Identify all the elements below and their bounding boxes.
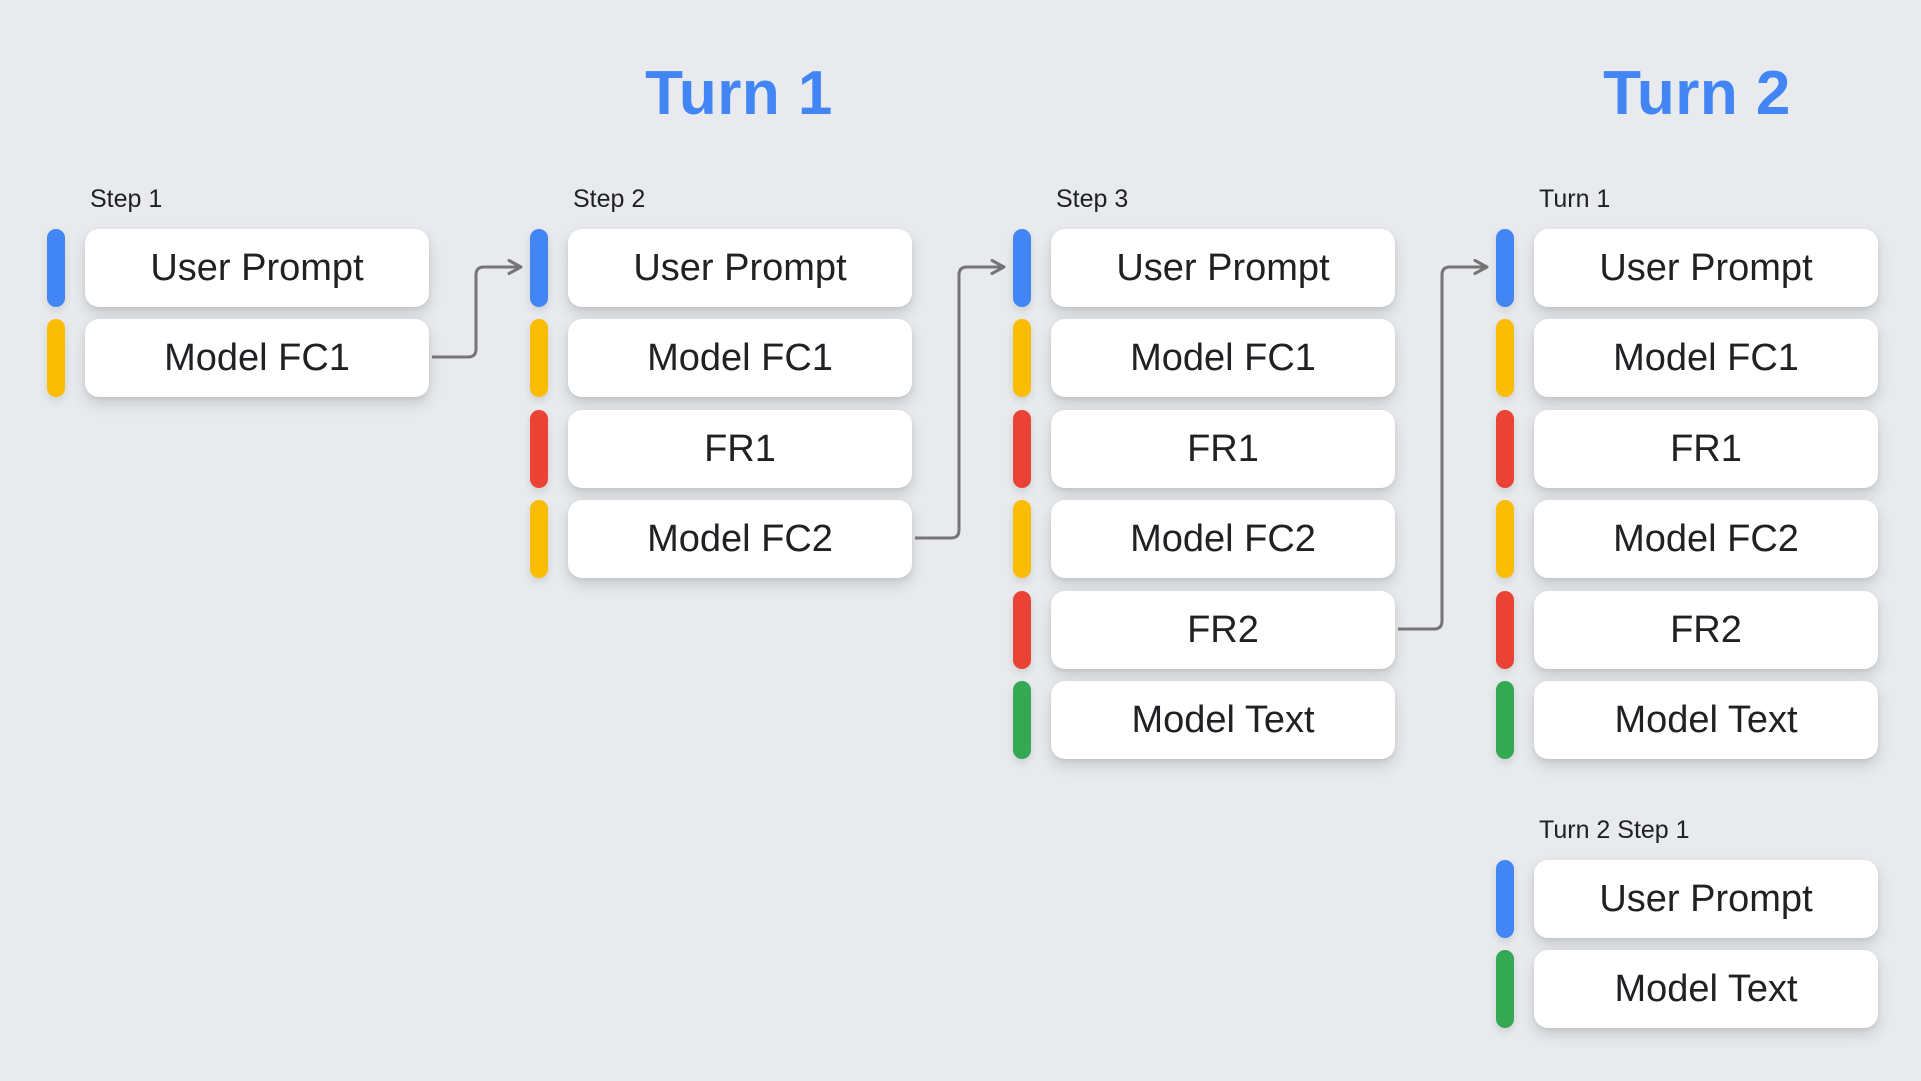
box-user-prompt-turn-2-step-1: User Prompt xyxy=(1534,860,1878,938)
function-call-color-bar xyxy=(1496,319,1514,397)
box-model-fc1-turn-1: Model FC1 xyxy=(1534,319,1878,397)
box-model-fc1-step-2: Model FC1 xyxy=(568,319,912,397)
group-label-step-1: Step 1 xyxy=(90,185,163,213)
user-color-bar xyxy=(1496,229,1514,307)
flow-arrow-2 xyxy=(915,259,1006,540)
function-call-color-bar xyxy=(47,319,65,397)
box-fr2-turn-1: FR2 xyxy=(1534,591,1878,669)
user-color-bar xyxy=(47,229,65,307)
box-model-text-turn-2-step-1: Model Text xyxy=(1534,950,1878,1028)
box-fr2-step-3: FR2 xyxy=(1051,591,1395,669)
flow-arrow-3 xyxy=(1398,259,1489,631)
function-response-color-bar xyxy=(1013,410,1031,488)
function-response-color-bar xyxy=(1013,591,1031,669)
box-user-prompt-step-2: User Prompt xyxy=(568,229,912,307)
box-user-prompt-step-1: User Prompt xyxy=(85,229,429,307)
group-label-step-3: Step 3 xyxy=(1056,185,1129,213)
user-color-bar xyxy=(1013,229,1031,307)
function-call-color-bar xyxy=(530,319,548,397)
user-color-bar xyxy=(530,229,548,307)
function-call-color-bar xyxy=(1013,319,1031,397)
function-response-color-bar xyxy=(1496,591,1514,669)
group-label-step-2: Step 2 xyxy=(573,185,646,213)
box-user-prompt-turn-1: User Prompt xyxy=(1534,229,1878,307)
group-label-turn-2-step-1: Turn 2 Step 1 xyxy=(1539,816,1690,844)
group-label-turn-1: Turn 1 xyxy=(1539,185,1611,213)
box-model-fc2-step-3: Model FC2 xyxy=(1051,500,1395,578)
box-fr1-step-2: FR1 xyxy=(568,410,912,488)
model-text-color-bar xyxy=(1013,681,1031,759)
user-color-bar xyxy=(1496,860,1514,938)
box-model-text-turn-1: Model Text xyxy=(1534,681,1878,759)
turn-1-title: Turn 1 xyxy=(645,59,833,128)
model-text-color-bar xyxy=(1496,950,1514,1028)
function-response-color-bar xyxy=(530,410,548,488)
box-user-prompt-step-3: User Prompt xyxy=(1051,229,1395,307)
function-call-color-bar xyxy=(1013,500,1031,578)
box-model-fc1-step-3: Model FC1 xyxy=(1051,319,1395,397)
box-model-text-step-3: Model Text xyxy=(1051,681,1395,759)
function-response-color-bar xyxy=(1496,410,1514,488)
box-fr1-step-3: FR1 xyxy=(1051,410,1395,488)
box-fr1-turn-1: FR1 xyxy=(1534,410,1878,488)
turn-2-title: Turn 2 xyxy=(1603,59,1791,128)
box-model-fc2-turn-1: Model FC2 xyxy=(1534,500,1878,578)
function-call-color-bar xyxy=(530,500,548,578)
box-model-fc1-step-1: Model FC1 xyxy=(85,319,429,397)
function-call-color-bar xyxy=(1496,500,1514,578)
box-model-fc2-step-2: Model FC2 xyxy=(568,500,912,578)
model-text-color-bar xyxy=(1496,681,1514,759)
flow-arrow-1 xyxy=(432,259,523,359)
